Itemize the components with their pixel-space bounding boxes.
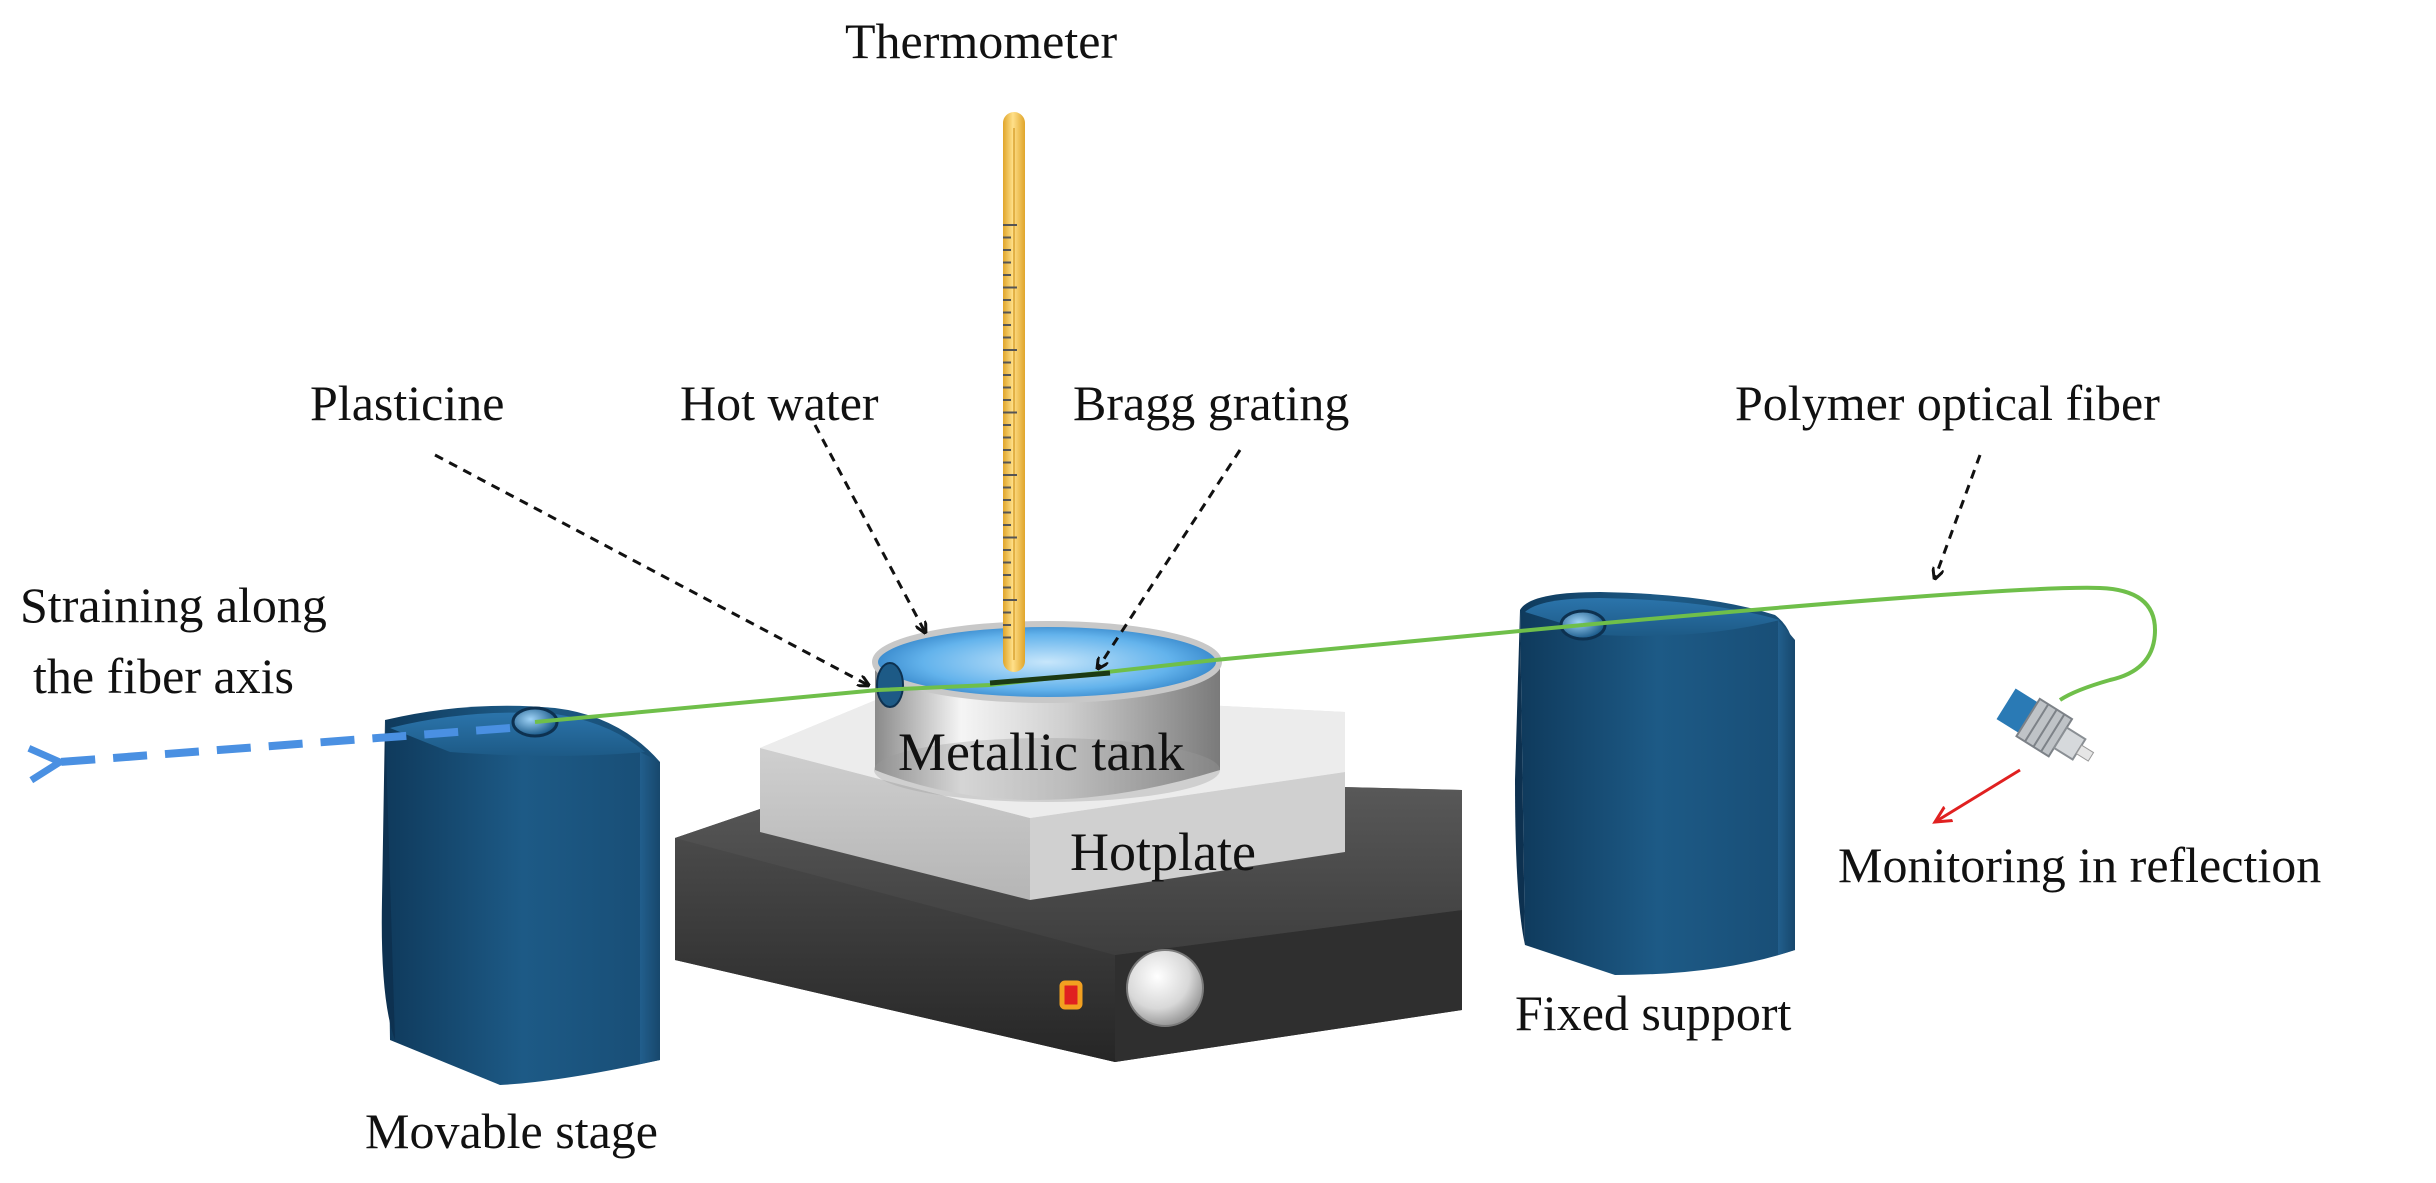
hot-water — [872, 621, 1222, 703]
straining-arrow — [60, 724, 511, 762]
monitoring-arrow — [1935, 768, 2021, 822]
polymer-fiber-arrow — [1935, 454, 1982, 578]
pointer-arrows — [434, 424, 1982, 685]
bragg-grating-label: Bragg grating — [1073, 375, 1349, 431]
hot-water-arrow — [813, 424, 925, 632]
plasticine-label: Plasticine — [310, 375, 504, 431]
fixed-support — [1515, 592, 1795, 975]
metallic-tank-label: Metallic tank — [898, 722, 1184, 782]
bragg-grating-section — [989, 670, 1111, 686]
fiber-connector-icon — [1996, 688, 2095, 762]
bragg-grating-arrow — [1098, 449, 1242, 668]
monitoring-label: Monitoring in reflection — [1838, 837, 2321, 893]
metallic-tank — [872, 621, 1222, 802]
plasticine — [876, 662, 904, 708]
fixed-support-label: Fixed support — [1515, 985, 1792, 1041]
movable-stage-label: Movable stage — [365, 1103, 658, 1159]
indicator-light-icon — [1059, 980, 1083, 1010]
knob-icon[interactable] — [1126, 949, 1204, 1027]
hotplate-label: Hotplate — [1070, 822, 1256, 882]
polymer-optical-fiber-label: Polymer optical fiber — [1735, 375, 2160, 431]
thermometer-label: Thermometer — [845, 13, 1117, 69]
straining-label-line2: the fiber axis — [33, 648, 294, 704]
plasticine-arrow — [434, 453, 868, 685]
thermometer-icon — [1003, 112, 1025, 672]
straining-label-line1: Straining along — [20, 577, 327, 633]
movable-stage — [381, 705, 660, 1085]
polymer-optical-fiber — [534, 585, 2158, 724]
hot-water-label: Hot water — [680, 375, 879, 431]
